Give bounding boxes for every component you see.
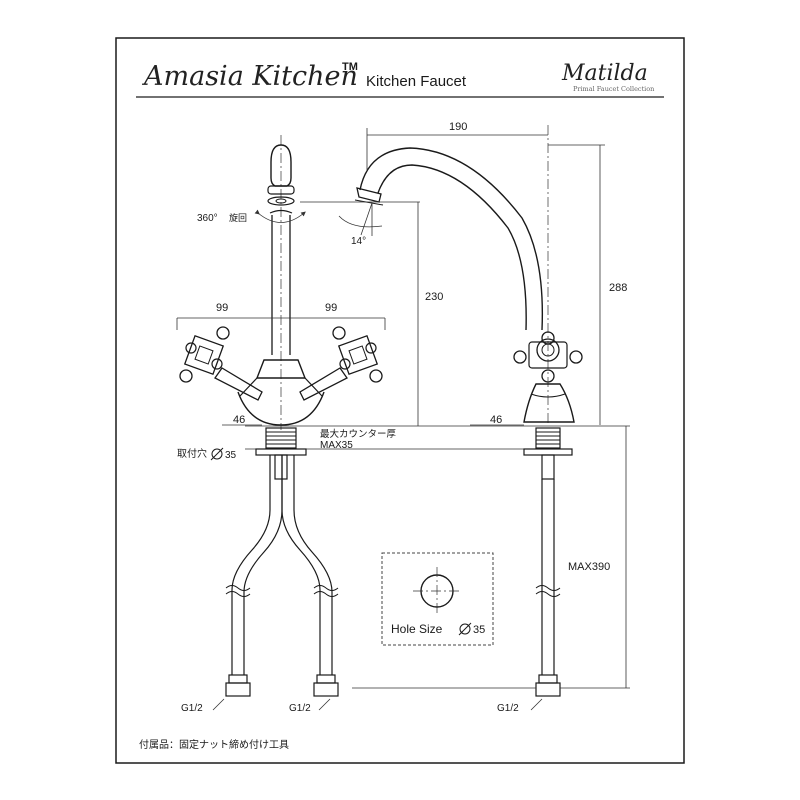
side-cartridge — [536, 338, 560, 362]
connection-label-3: G1/2 — [497, 703, 519, 714]
left-handle — [179, 326, 263, 401]
hole-size-box: Hole Size 35 — [381, 552, 494, 646]
dim-spout-height: 230 — [425, 291, 443, 303]
connection-label-2: G1/2 — [289, 703, 311, 714]
diameter-icon — [211, 448, 223, 460]
dim-spout-reach: 190 — [449, 121, 467, 133]
side-base — [523, 383, 575, 423]
swivel-label: 旋回 — [229, 212, 247, 223]
trademark: TM — [342, 61, 358, 73]
dim-base-right: 46 — [490, 414, 502, 426]
mount-hole-size: 35 — [225, 450, 237, 461]
spout-column — [271, 215, 291, 355]
dim-base-left: 46 — [233, 414, 245, 426]
spout-angle: 14° — [351, 236, 366, 247]
counter-thickness-label: 最大カウンター厚 — [320, 428, 397, 440]
brand-logo: Amasia Kitchen — [141, 61, 358, 92]
supply-hoses — [225, 455, 339, 697]
spout-outer — [359, 147, 544, 331]
hole-size-value: 35 — [473, 624, 485, 636]
spout-ring — [267, 185, 295, 195]
mount-hole-label: 取付穴 — [177, 447, 207, 460]
dim-total-height: 288 — [609, 282, 627, 294]
series-logo: Matilda — [561, 61, 648, 86]
swivel-arrow — [254, 209, 306, 223]
dim-supply-length: MAX390 — [568, 561, 610, 573]
dim-left-span: 99 — [216, 302, 228, 314]
base-skirt — [237, 391, 325, 426]
right-handle — [299, 326, 383, 401]
series-subtitle: Primal Faucet Collection — [573, 85, 654, 93]
hole-size-label: Hole Size — [391, 622, 443, 636]
side-view: 14° 46 G1/2 190 — [300, 121, 630, 714]
accessories-note: 付属品：固定ナット締め付け工具 — [139, 738, 289, 751]
product-type: Kitchen Faucet — [366, 73, 467, 90]
sheet-frame — [115, 37, 685, 764]
hole-diameter-icon — [459, 623, 471, 635]
spout-top-cap — [270, 144, 292, 187]
dim-right-span: 99 — [325, 302, 337, 314]
swivel-degrees: 360° — [197, 213, 218, 224]
swivel-collar — [267, 196, 295, 206]
connection-label-1: G1/2 — [181, 703, 203, 714]
spout-inner — [377, 164, 527, 331]
front-shank — [255, 427, 307, 480]
counter-thickness-max: MAX35 — [320, 440, 353, 451]
front-view: 360° 旋回 99 99 — [176, 135, 630, 714]
side-shank — [523, 427, 573, 697]
header: Amasia Kitchen TM Kitchen Faucet Matilda… — [136, 61, 664, 98]
